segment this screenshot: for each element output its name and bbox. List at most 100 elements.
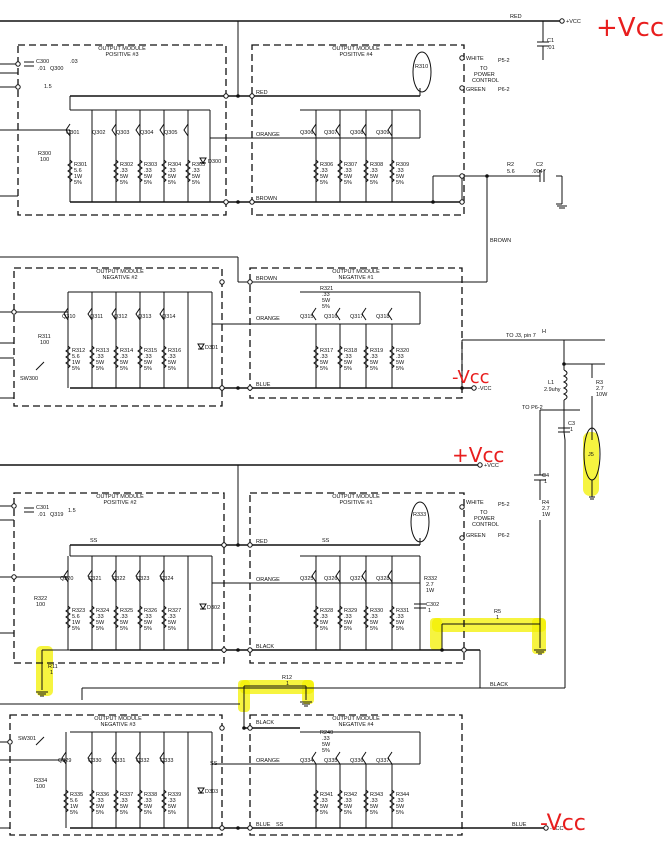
resistor-spec: 5% <box>168 180 176 186</box>
transistor-q312: Q312 <box>114 314 127 320</box>
c300-ref: C300 <box>36 59 49 65</box>
resistor-spec: .33 <box>144 798 152 804</box>
transistor-symbol <box>111 123 117 137</box>
resistor-spec: 5% <box>320 180 328 186</box>
transistor-symbol <box>111 307 117 321</box>
transistor-q322: Q322 <box>112 576 125 582</box>
transistor-q329: Q329 <box>58 758 71 764</box>
resistor-spec: 5% <box>120 626 128 632</box>
resistor-spec: 5% <box>370 180 378 186</box>
power-control-mid-1: TO <box>480 510 488 516</box>
wire-label-white-1: WHITE <box>466 56 484 62</box>
module-box-3 <box>13 267 223 407</box>
resistor-spec: 5W <box>370 804 379 810</box>
transistor-glyphs <box>61 123 393 765</box>
transistor-q337: Q337 <box>376 758 389 764</box>
resistor-spec: 5% <box>70 810 78 816</box>
wire-label-blue-3: BLUE <box>512 822 527 828</box>
switch-sw301: SW301 <box>18 736 36 742</box>
resistor-symbol <box>113 159 119 183</box>
transistor-symbol <box>135 751 141 765</box>
connector-to-j3: TO J3, pin 7 <box>506 333 536 339</box>
module-6-title-l2: POSITIVE #1 <box>339 500 372 506</box>
resistor-spec: .33 <box>344 798 352 804</box>
connector-h: H <box>542 329 546 335</box>
resistor-spec: 5W <box>144 620 153 626</box>
r334-val: 100 <box>36 784 45 790</box>
ground-symbols <box>36 203 595 707</box>
annotation-vcc-pos-top: +Vcc <box>596 13 664 43</box>
transistor-symbol <box>311 307 317 321</box>
thermal-elements <box>410 51 601 543</box>
module-box-4 <box>249 267 463 399</box>
resistor-symbol <box>161 605 167 629</box>
transistor-q309: Q309 <box>376 130 389 136</box>
annotation-vcc-neg-bot: -Vcc <box>540 811 586 836</box>
resistor-spec: 5% <box>120 366 128 372</box>
transistor-symbol <box>361 751 367 765</box>
transistor-q305: Q305 <box>164 130 177 136</box>
resistor-spec: .33 <box>96 798 104 804</box>
transistor-q334: Q334 <box>300 758 313 764</box>
r5-val: 1 <box>496 615 499 621</box>
transistor-q327: Q327 <box>350 576 363 582</box>
transistor-symbol <box>335 751 341 765</box>
r3-ref: R3 <box>596 380 603 386</box>
resistor-spec: .33 <box>144 614 152 620</box>
resistor-spec: 5.6 <box>70 798 78 804</box>
resistor-spec: 5% <box>344 366 352 372</box>
connector-p6-2-top: P6-2 <box>498 87 510 93</box>
resistor-r344: R344 <box>396 792 409 798</box>
resistor-spec: 5.6 <box>72 354 80 360</box>
resistor-spec: .33 <box>320 354 328 360</box>
resistor-spec: .33 <box>144 168 152 174</box>
highlighter-marks <box>36 432 599 712</box>
power-control-top-2: POWER <box>474 72 495 78</box>
resistor-spec: 5% <box>144 366 152 372</box>
resistor-spec: .33 <box>396 354 404 360</box>
resistor-spec: 5W <box>370 620 379 626</box>
module-8-title-l1: OUTPUT MODULE <box>332 716 380 722</box>
resistor-spec: 5% <box>344 626 352 632</box>
resistor-spec: 5% <box>144 626 152 632</box>
r240-l3: 5% <box>322 748 330 754</box>
transistor-q314: Q314 <box>162 314 175 320</box>
misc-ss-a: SS <box>90 538 98 544</box>
resistor-symbol <box>89 605 95 629</box>
transistor-q310: Q310 <box>62 314 75 320</box>
wire-label-brown-2: BROWN <box>490 238 511 244</box>
transistor-symbol <box>183 123 189 137</box>
module-8-title-l2: NEGATIVE #4 <box>338 722 373 728</box>
resistor-symbol <box>113 605 119 629</box>
resistor-r319: R319 <box>370 348 383 354</box>
module-6-title-l1: OUTPUT MODULE <box>332 494 380 500</box>
wire-label-blue-2: BLUE <box>256 822 271 828</box>
resistor-spec: 5W <box>168 804 177 810</box>
transistor-symbol <box>387 751 393 765</box>
resistor-r320: R320 <box>396 348 409 354</box>
resistor-spec: .33 <box>396 614 404 620</box>
ladder-m2 <box>315 110 393 202</box>
resistor-r343: R343 <box>370 792 383 798</box>
connector-p5-2-mid: P5-2 <box>498 502 510 508</box>
transistor-symbol <box>61 751 67 765</box>
resistor-symbol <box>337 345 343 369</box>
resistor-r303: R303 <box>144 162 157 168</box>
module-7-title-l2: NEGATIVE #3 <box>100 722 135 728</box>
transistor-q307: Q307 <box>324 130 337 136</box>
transistor-q306: Q306 <box>300 130 313 136</box>
resistor-r335: R335 <box>70 792 83 798</box>
resistor-spec: 5% <box>144 180 152 186</box>
resistor-r342: R342 <box>344 792 357 798</box>
terminal-vcc-plus-top: +VCC <box>566 19 581 25</box>
resistor-spec: 5% <box>320 366 328 372</box>
resistor-spec: 5% <box>396 810 404 816</box>
annotation-vcc-neg-mid: -Vcc <box>452 367 490 388</box>
r240-l2: 5W <box>322 742 331 748</box>
module-2-title-l2: POSITIVE #4 <box>339 52 372 58</box>
resistor-spec: 5% <box>72 626 80 632</box>
resistor-r323: R323 <box>72 608 85 614</box>
c300-val: .01 <box>38 66 46 72</box>
resistor-r324: R324 <box>96 608 109 614</box>
resistor-spec: .33 <box>344 168 352 174</box>
